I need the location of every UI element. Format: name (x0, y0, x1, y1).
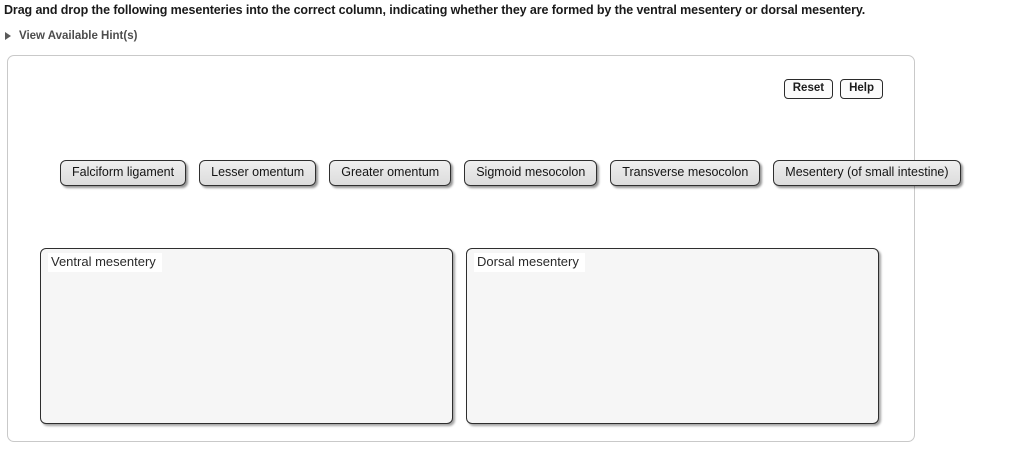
draggable-chip[interactable]: Lesser omentum (199, 160, 317, 186)
dropzone-slot-ventral[interactable] (41, 275, 452, 423)
draggable-chip[interactable]: Transverse mesocolon (610, 160, 761, 186)
page-title: Drag and drop the following mesenteries … (4, 3, 866, 17)
triangle-right-icon (5, 32, 11, 40)
draggable-chip[interactable]: Sigmoid mesocolon (464, 160, 598, 186)
chip-tray: Falciform ligament Lesser omentum Greate… (60, 160, 961, 186)
help-button[interactable]: Help (840, 79, 883, 99)
dropzone-ventral-mesentery[interactable]: Ventral mesentery (40, 248, 453, 424)
panel-toolbar: Reset Help (783, 79, 883, 99)
dropzone-row: Ventral mesentery Dorsal mesentery (40, 248, 879, 424)
view-hints-toggle[interactable]: View Available Hint(s) (5, 30, 137, 42)
dropzone-label: Ventral mesentery (48, 253, 162, 272)
draggable-chip[interactable]: Greater omentum (329, 160, 452, 186)
view-hints-label: View Available Hint(s) (19, 30, 138, 42)
dropzone-slot-dorsal[interactable] (467, 275, 878, 423)
draggable-chip[interactable]: Falciform ligament (60, 160, 187, 186)
dropzone-dorsal-mesentery[interactable]: Dorsal mesentery (466, 248, 879, 424)
activity-panel: Reset Help Falciform ligament Lesser ome… (7, 55, 961, 442)
reset-button[interactable]: Reset (783, 79, 834, 99)
draggable-chip[interactable]: Mesentery (of small intestine) (773, 160, 961, 186)
dropzone-label: Dorsal mesentery (474, 253, 585, 272)
